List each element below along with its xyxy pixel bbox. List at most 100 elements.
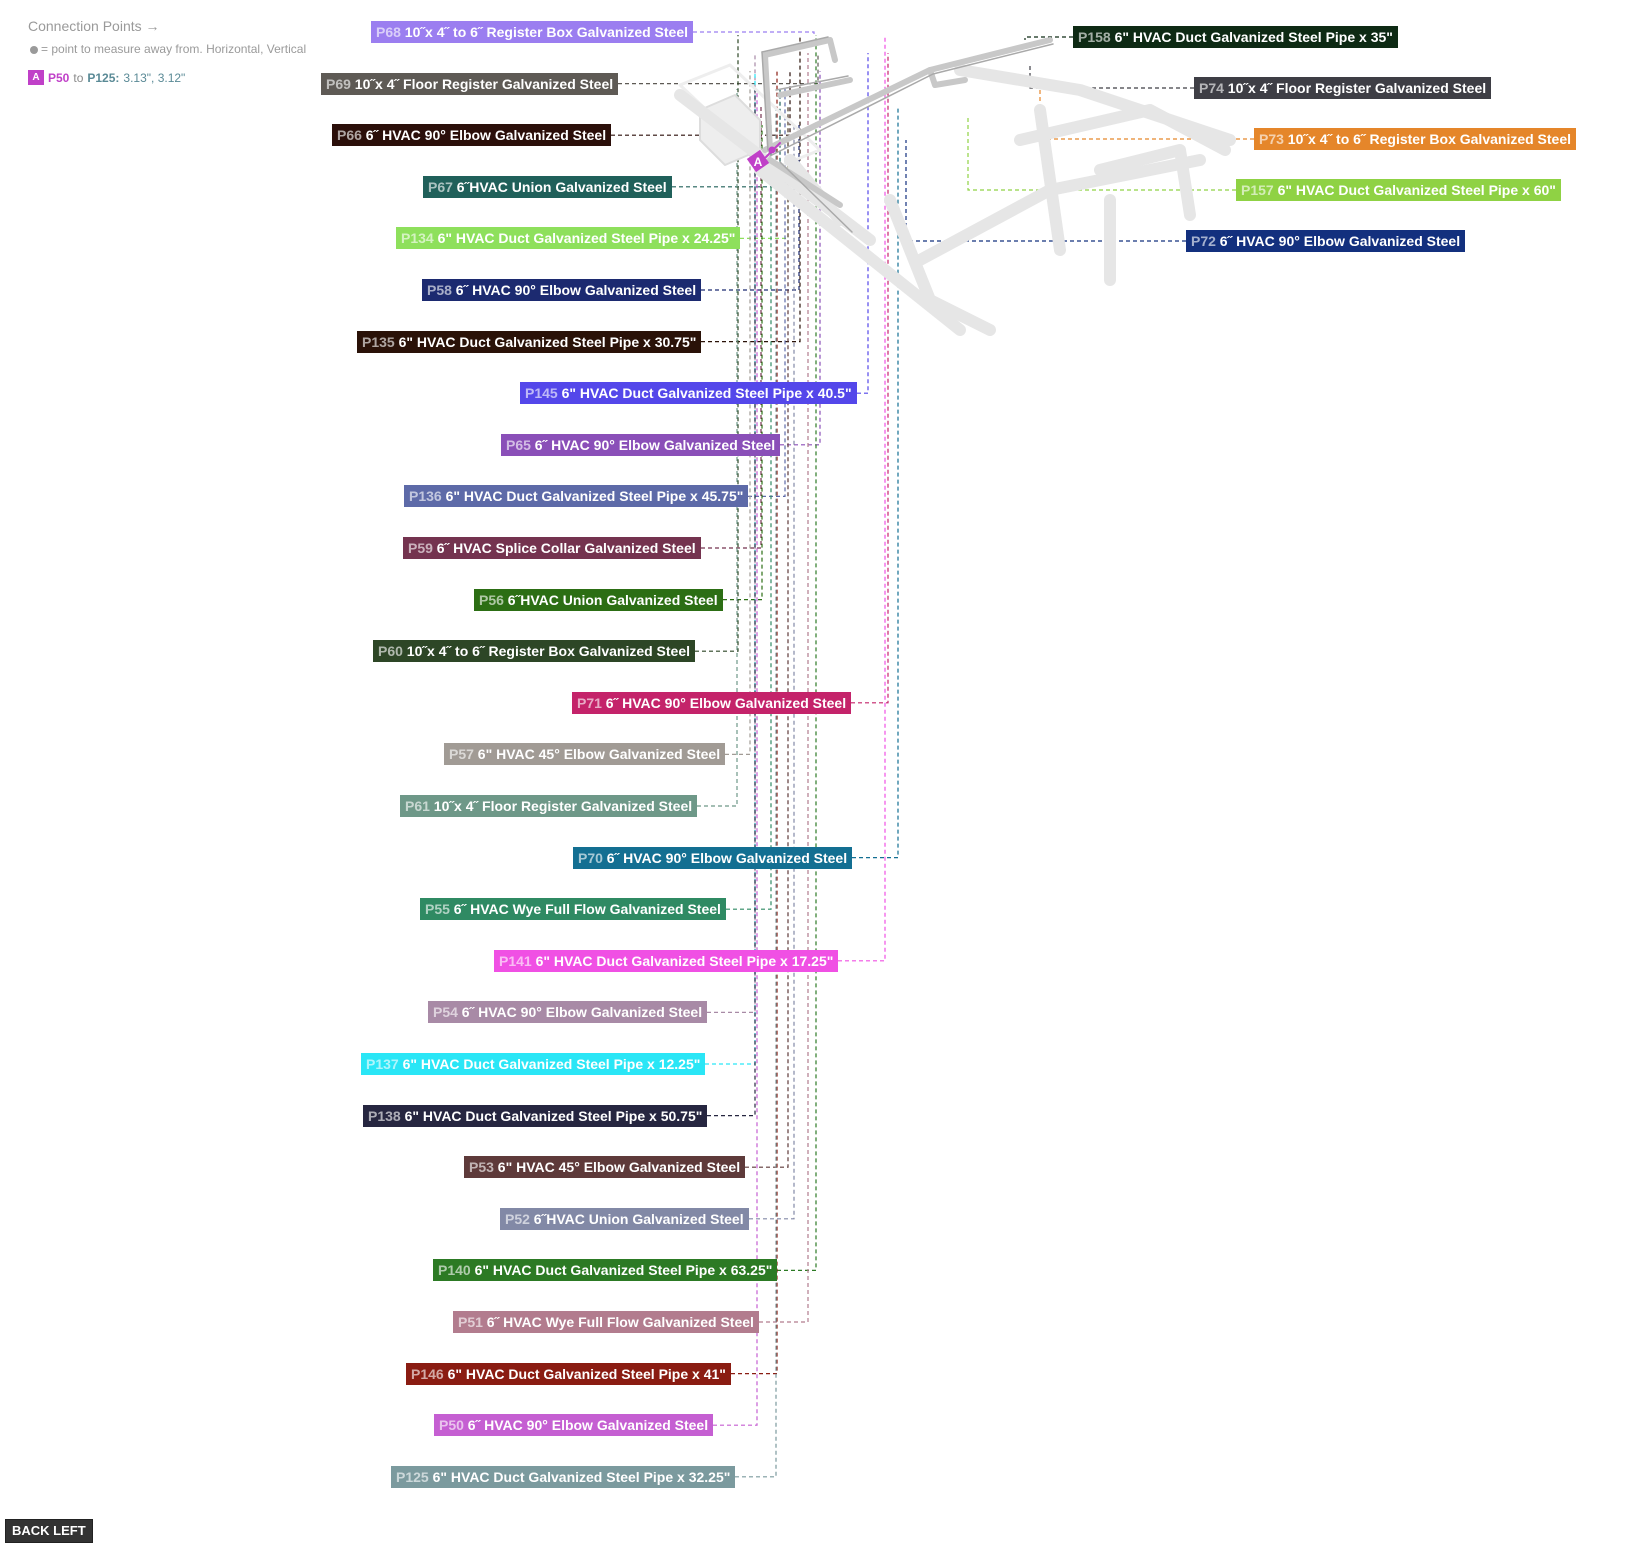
part-label-p56[interactable]: P56 6˝HVAC Union Galvanized Steel <box>474 588 723 611</box>
part-description: 10˝x 4˝ to 6˝ Register Box Galvanized St… <box>400 24 689 40</box>
part-description: 10˝x 4˝ to 6˝ Register Box Galvanized St… <box>402 643 691 660</box>
leader-line <box>857 53 869 394</box>
part-description: 6" HVAC Duct Galvanized Steel Pipe x 45.… <box>441 488 744 505</box>
part-description: 6˝ HVAC 90° Elbow Galvanized Steel <box>602 849 848 866</box>
part-label-p135[interactable]: P135 6" HVAC Duct Galvanized Steel Pipe … <box>357 330 702 353</box>
part-id: P52 <box>505 1210 530 1227</box>
part-label-p61[interactable]: P61 10˝x 4˝ Floor Register Galvanized St… <box>400 795 698 817</box>
part-label-p54[interactable]: P54 6˝ HVAC 90° Elbow Galvanized Steel <box>428 1001 708 1024</box>
part-label-p59[interactable]: P59 6˝ HVAC Splice Collar Galvanized Ste… <box>403 537 701 559</box>
part-label-p145[interactable]: P145 6" HVAC Duct Galvanized Steel Pipe … <box>520 382 857 405</box>
leader-line <box>701 35 801 343</box>
part-description: 6" HVAC Duct Galvanized Steel Pipe x 32.… <box>428 1468 731 1485</box>
duct-model: A <box>674 36 1236 336</box>
part-id: P67 <box>428 178 453 195</box>
part-description: 6˝ HVAC 90° Elbow Galvanized Steel <box>457 1004 703 1021</box>
connection-measure-row: A P50 to P125: 3.13", 3.12" <box>28 70 185 85</box>
part-description: 10˝x 4˝ Floor Register Galvanized Steel <box>1223 80 1487 96</box>
part-label-p146[interactable]: P146 6" HVAC Duct Galvanized Steel Pipe … <box>406 1362 731 1385</box>
part-label-p158[interactable]: P158 6" HVAC Duct Galvanized Steel Pipe … <box>1073 26 1398 48</box>
measure-from-part[interactable]: P50 <box>48 70 70 85</box>
part-label-p72[interactable]: P72 6˝ HVAC 90° Elbow Galvanized Steel <box>1186 230 1466 252</box>
part-label-p140[interactable]: P140 6" HVAC Duct Galvanized Steel Pipe … <box>433 1259 778 1282</box>
part-id: P72 <box>1191 233 1216 249</box>
part-id: P134 <box>401 230 434 247</box>
part-label-p141[interactable]: P141 6" HVAC Duct Galvanized Steel Pipe … <box>494 949 839 972</box>
part-description: 6" HVAC Duct Galvanized Steel Pipe x 12.… <box>398 1056 701 1072</box>
leader-line <box>748 89 786 497</box>
part-label-p73[interactable]: P73 10˝x 4˝ to 6˝ Register Box Galvanize… <box>1254 128 1577 150</box>
back-left-button[interactable]: BACK LEFT <box>5 1519 93 1543</box>
part-description: 6˝ HVAC Wye Full Flow Galvanized Steel <box>449 901 721 918</box>
part-id: P58 <box>427 282 452 298</box>
part-description: 6˝HVAC Union Galvanized Steel <box>529 1210 744 1227</box>
part-label-p60[interactable]: P60 10˝x 4˝ to 6˝ Register Box Galvanize… <box>373 640 696 663</box>
leader-line <box>1024 36 1073 40</box>
part-description: 6" HVAC Duct Galvanized Steel Pipe x 63.… <box>470 1262 773 1279</box>
leader-line <box>967 115 1236 191</box>
part-label-p70[interactable]: P70 6˝ HVAC 90° Elbow Galvanized Steel <box>573 846 853 869</box>
part-description: 6˝ HVAC 90° Elbow Galvanized Steel <box>463 1417 709 1434</box>
part-description: 6˝ HVAC 90° Elbow Galvanized Steel <box>451 282 697 298</box>
part-label-p55[interactable]: P55 6˝ HVAC Wye Full Flow Galvanized Ste… <box>420 898 726 921</box>
part-label-p69[interactable]: P69 10˝x 4˝ Floor Register Galvanized St… <box>321 72 619 95</box>
point-dot-icon <box>30 45 38 54</box>
part-description: 10˝x 4˝ to 6˝ Register Box Galvanized St… <box>1283 131 1572 147</box>
leader-lines <box>611 31 1254 1478</box>
part-description: 6˝ HVAC 90° Elbow Galvanized Steel <box>601 694 847 711</box>
part-label-p53[interactable]: P53 6" HVAC 45° Elbow Galvanized Steel <box>464 1156 746 1179</box>
part-label-p57[interactable]: P57 6" HVAC 45° Elbow Galvanized Steel <box>444 743 726 766</box>
part-label-p51[interactable]: P51 6˝ HVAC Wye Full Flow Galvanized Ste… <box>453 1311 759 1333</box>
part-description: 6˝HVAC Union Galvanized Steel <box>452 178 667 195</box>
leader-line <box>731 71 778 1375</box>
part-id: P145 <box>525 385 558 402</box>
part-id: P56 <box>479 591 504 608</box>
part-id: P66 <box>337 127 362 144</box>
part-id: P50 <box>439 1417 464 1434</box>
part-label-p67[interactable]: P67 6˝HVAC Union Galvanized Steel <box>423 175 672 198</box>
part-label-p58[interactable]: P58 6˝ HVAC 90° Elbow Galvanized Steel <box>422 279 702 301</box>
leader-line <box>838 35 886 962</box>
legend-text: = point to measure away from. Horizontal… <box>41 42 307 56</box>
leader-line <box>713 89 758 1426</box>
part-id: P65 <box>506 436 531 453</box>
part-label-p134[interactable]: P134 6" HVAC Duct Galvanized Steel Pipe … <box>396 227 741 250</box>
leader-line <box>1029 65 1194 89</box>
part-label-p52[interactable]: P52 6˝HVAC Union Galvanized Steel <box>500 1207 749 1230</box>
part-label-p125[interactable]: P125 6" HVAC Duct Galvanized Steel Pipe … <box>391 1465 736 1488</box>
part-description: 6˝ HVAC 90° Elbow Galvanized Steel <box>361 127 607 144</box>
leader-line <box>697 89 738 807</box>
part-label-p74[interactable]: P74 10˝x 4˝ Floor Register Galvanized St… <box>1194 77 1492 99</box>
part-id: P68 <box>376 24 401 40</box>
part-id: P125 <box>396 1468 429 1485</box>
connection-points-title[interactable]: Connection Points → <box>28 18 160 34</box>
part-label-p138[interactable]: P138 6" HVAC Duct Galvanized Steel Pipe … <box>363 1104 708 1127</box>
part-id: P136 <box>409 488 442 505</box>
leader-line <box>735 107 777 1478</box>
part-id: P138 <box>368 1107 401 1124</box>
part-label-p66[interactable]: P66 6˝ HVAC 90° Elbow Galvanized Steel <box>332 124 612 147</box>
part-label-p136[interactable]: P136 6" HVAC Duct Galvanized Steel Pipe … <box>404 485 749 508</box>
part-id: P53 <box>469 1159 494 1176</box>
part-label-p50[interactable]: P50 6˝ HVAC 90° Elbow Galvanized Steel <box>434 1414 714 1437</box>
part-description: 6˝ HVAC Splice Collar Galvanized Steel <box>432 540 696 556</box>
part-label-p137[interactable]: P137 6" HVAC Duct Galvanized Steel Pipe … <box>361 1053 706 1075</box>
part-label-p68[interactable]: P68 10˝x 4˝ to 6˝ Register Box Galvanize… <box>371 21 694 43</box>
part-id: P137 <box>366 1056 399 1072</box>
part-label-p157[interactable]: P157 6" HVAC Duct Galvanized Steel Pipe … <box>1236 179 1561 201</box>
part-description: 6" HVAC Duct Galvanized Steel Pipe x 24.… <box>433 230 736 247</box>
part-description: 6" HVAC Duct Galvanized Steel Pipe x 35" <box>1110 29 1393 45</box>
measure-to-word: to <box>73 70 84 85</box>
leader-line <box>701 125 800 291</box>
part-id: P55 <box>425 901 450 918</box>
leader-line <box>693 31 815 35</box>
measure-badge: A <box>28 70 44 85</box>
leader-line <box>701 107 762 549</box>
part-label-p71[interactable]: P71 6˝ HVAC 90° Elbow Galvanized Steel <box>572 691 852 714</box>
part-id: P54 <box>433 1004 458 1021</box>
leader-line <box>695 35 739 652</box>
part-label-p65[interactable]: P65 6˝ HVAC 90° Elbow Galvanized Steel <box>501 433 781 456</box>
part-id: P57 <box>449 746 474 763</box>
measure-to-part[interactable]: P125: <box>87 70 120 85</box>
